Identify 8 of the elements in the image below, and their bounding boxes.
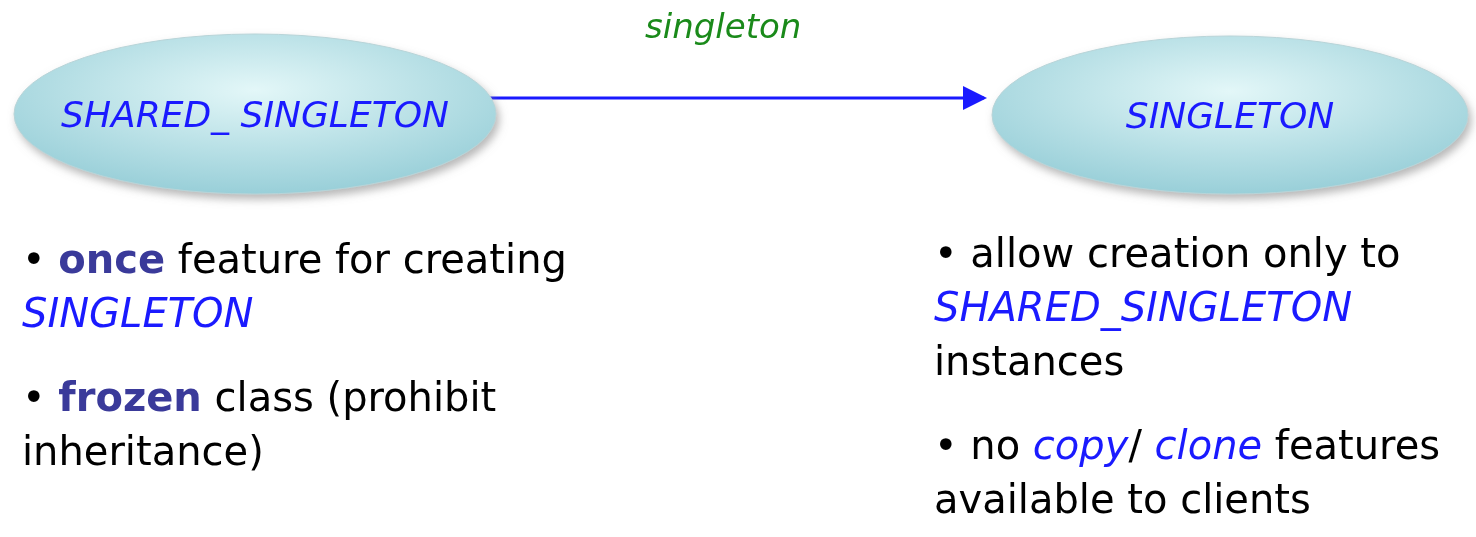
node-label: SHARED_ SINGLETON xyxy=(61,93,449,135)
bullet-text: • frozen class (prohibit inheritance) xyxy=(22,373,498,476)
ellipse-node xyxy=(991,35,1469,195)
bullet-text: • allow creation only to SHARED_SINGLETON instances xyxy=(934,229,1402,386)
bullet-text: • no copy/ clone features available to clients xyxy=(934,421,1442,524)
bullet-text: • once feature for creating SINGLETON xyxy=(22,235,568,338)
node-label: SINGLETON xyxy=(1125,94,1335,136)
ellipse-node xyxy=(13,33,497,195)
